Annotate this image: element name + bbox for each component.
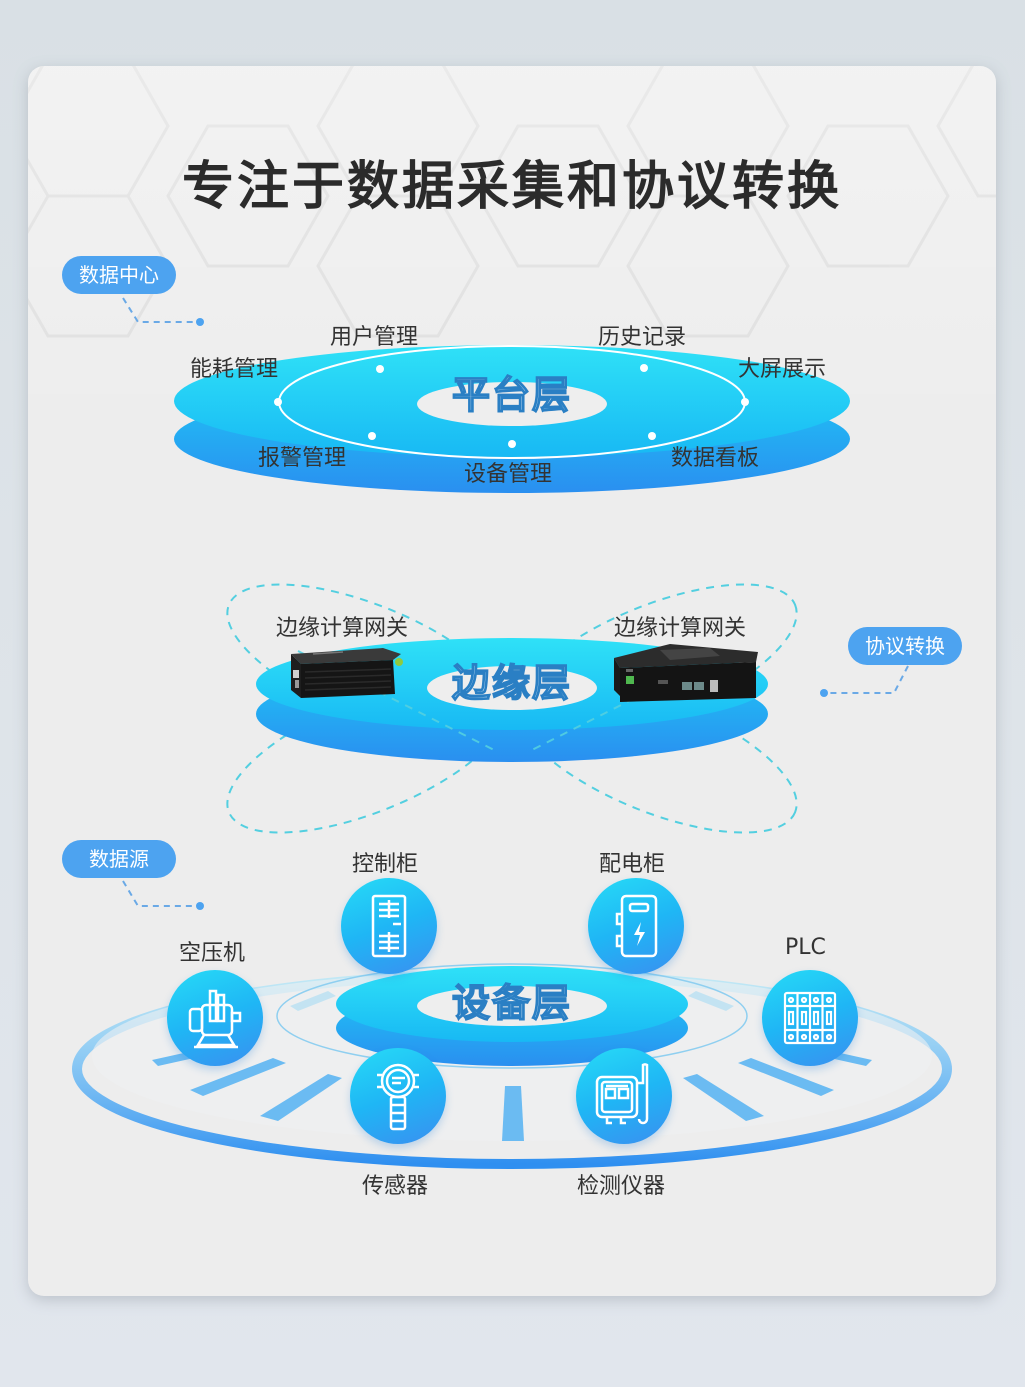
function-alarm-management: 报警管理 xyxy=(258,446,347,471)
device-layer-platform xyxy=(72,963,952,1169)
data-center-tag: 数据中心 xyxy=(62,256,176,294)
control-cabinet-icon xyxy=(371,894,407,958)
device-layer-label: 设备层 xyxy=(451,980,572,1026)
page-title: 专注于数据采集和协议转换 xyxy=(181,157,842,217)
function-device-management: 设备管理 xyxy=(464,462,553,487)
data-center-connector xyxy=(122,297,204,326)
plc-icon xyxy=(783,991,837,1045)
device-label-plc: PLC xyxy=(785,935,826,960)
function-energy-management: 能耗管理 xyxy=(190,357,279,382)
function-user-management: 用户管理 xyxy=(330,325,419,350)
data-beams-lower xyxy=(479,801,544,966)
device-label-power-cabinet: 配电柜 xyxy=(599,852,666,877)
platform-layer-label: 平台层 xyxy=(451,372,572,418)
gateway-label-right: 边缘计算网关 xyxy=(614,616,747,641)
device-control-cabinet xyxy=(341,878,437,974)
device-label-control-cabinet: 控制柜 xyxy=(352,852,419,877)
function-history-record: 历史记录 xyxy=(598,325,687,350)
data-beams-upper xyxy=(479,508,544,626)
device-label-air-compressor: 空压机 xyxy=(179,941,246,966)
function-data-dashboard: 数据看板 xyxy=(671,446,760,471)
sensor-icon xyxy=(377,1063,419,1131)
edge-layer-label: 边缘层 xyxy=(451,660,572,706)
device-air-compressor xyxy=(167,970,263,1066)
detection-instrument-icon xyxy=(595,1063,649,1125)
protocol-conversion-connector xyxy=(820,665,909,697)
platform-layer-rings xyxy=(174,345,850,493)
device-detection-instrument xyxy=(576,1048,672,1144)
gateway-label-left: 边缘计算网关 xyxy=(276,616,409,641)
data-source-tag: 数据源 xyxy=(62,840,176,878)
function-big-screen: 大屏展示 xyxy=(738,357,827,382)
protocol-conversion-tag: 协议转换 xyxy=(848,627,962,665)
gateway-small-icon xyxy=(291,648,403,698)
diagram-card: 专注于数据采集和协议转换 xyxy=(28,66,996,1296)
air-compressor-icon xyxy=(188,989,242,1049)
device-power-cabinet xyxy=(588,878,684,974)
data-source-connector xyxy=(122,880,204,910)
device-label-sensor: 传感器 xyxy=(362,1174,429,1199)
power-distribution-cabinet-icon xyxy=(615,894,658,958)
device-label-detection-instrument: 检测仪器 xyxy=(577,1174,666,1199)
device-sensor xyxy=(350,1048,446,1144)
gateway-box-icon xyxy=(614,644,758,702)
device-plc xyxy=(762,970,858,1066)
